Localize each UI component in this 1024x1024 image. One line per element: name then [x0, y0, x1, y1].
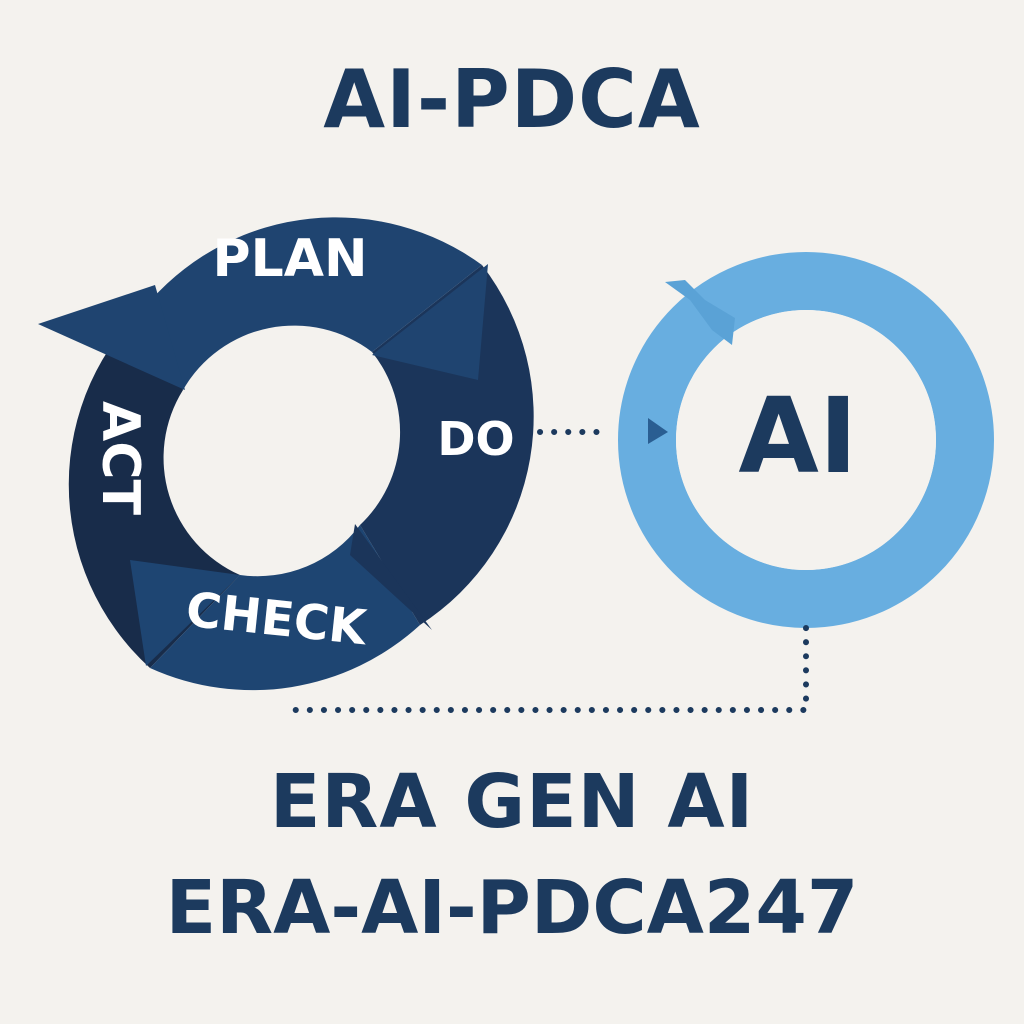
check-arrowhead: [130, 560, 240, 666]
ai-label: AI: [738, 375, 857, 497]
footer-line-1: ERA GEN AI: [269, 759, 755, 845]
ai-ring: [618, 252, 994, 628]
connector-ai-to-footer: [285, 625, 809, 713]
page-title: AI-PDCA: [323, 53, 701, 146]
ai-ring-arrow-left: [648, 418, 668, 444]
footer-line-2: ERA-AI-PDCA247: [165, 865, 859, 951]
plan-label: PLAN: [212, 229, 367, 289]
check-segment: [150, 525, 420, 691]
ai-ring-arrow-top: [665, 280, 735, 345]
do-label: DO: [437, 412, 514, 466]
plan-arrowhead: [372, 264, 488, 380]
act-arrowhead: [38, 285, 185, 390]
ai-ring-inner: [676, 310, 936, 570]
do-arrowhead: [350, 524, 432, 630]
ai-node: AI: [618, 252, 994, 628]
act-label: ACT: [90, 401, 150, 515]
plan-segment: [151, 217, 482, 390]
pdca-cycle: PLAN DO CHECK ACT: [38, 217, 534, 691]
